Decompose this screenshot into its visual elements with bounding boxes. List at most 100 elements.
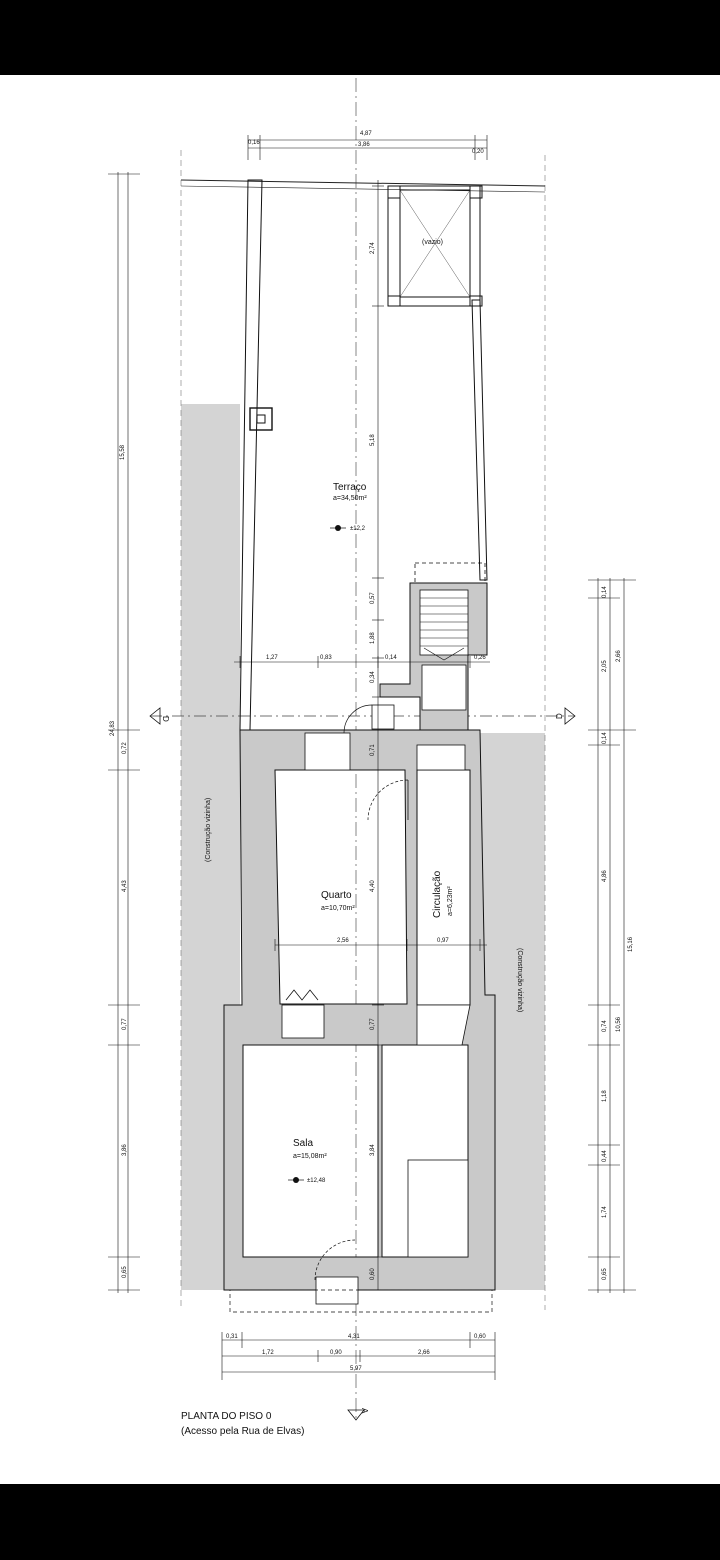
- left-dimension-lines: [108, 172, 140, 1293]
- terrace-right-wall: [471, 299, 488, 581]
- dim-stair-1: 0,57: [370, 592, 376, 604]
- bedroom-width-dimension: [274, 939, 487, 951]
- stair-treads: [420, 597, 468, 661]
- dim-front-wall: 0,60: [370, 1268, 376, 1280]
- neighbour-building-right: [480, 733, 545, 1290]
- dim-top-right: 0,20: [472, 149, 484, 155]
- dim-terrace-w2: 0,83: [320, 655, 332, 661]
- dim-right-r4: 0,14: [602, 732, 608, 744]
- dim-void-height: 2,74: [370, 242, 376, 254]
- void-post-tl: [387, 185, 401, 199]
- room-bedroom-area: a=10,70m²: [321, 905, 355, 912]
- stair-landing-dashed: [414, 562, 486, 584]
- top-dimension-lines: [247, 135, 488, 160]
- dim-bottom-total: 4,31: [348, 1334, 360, 1340]
- dim-left-outer-upper: 15,58: [120, 444, 126, 460]
- dim-right-r7: 1,18: [602, 1090, 608, 1102]
- terrace-outline: [239, 179, 263, 731]
- dim-top-inner: 3,86: [358, 142, 370, 148]
- dim-left-seg-3: 0,77: [122, 1018, 128, 1030]
- dim-terrace-w1: 1,27: [266, 655, 278, 661]
- dim-stair-3: 0,34: [370, 671, 376, 683]
- corridor-top-opening: [416, 744, 466, 771]
- bedroom-door-swing: [367, 779, 409, 821]
- dim-bottom-w2: 0,90: [330, 1350, 342, 1356]
- neighbour-label-right: (Construção vizinha): [516, 948, 523, 1012]
- dim-right-r3: 2,66: [616, 650, 622, 662]
- drain-icon: [249, 407, 273, 431]
- boundary-line-top-2: [180, 185, 546, 193]
- room-living-name: Sala: [293, 1138, 313, 1149]
- section-mark-right-label: D: [555, 713, 564, 719]
- dim-mid-wall: 0,77: [370, 1018, 376, 1030]
- drawing-title: PLANTA DO PISO 0: [181, 1411, 272, 1422]
- neighbour-label-left: (Construção vizinha): [205, 798, 212, 862]
- corridor-bottom-step: [416, 1004, 471, 1046]
- dim-right-r1: 0,14: [602, 586, 608, 598]
- drain-icon-inner: [256, 414, 266, 424]
- dim-stair-2: 1,88: [370, 632, 376, 644]
- bathroom-fixture: [281, 1004, 325, 1039]
- dim-bottom-left: 0,31: [226, 1334, 238, 1340]
- room-bedroom-name: Quarto: [321, 890, 352, 901]
- room-terrace-area: a=34,50m²: [333, 495, 367, 502]
- dim-living-depth: 3,84: [370, 1144, 376, 1156]
- fixture-symbol: [285, 989, 319, 1001]
- room-living-area: a=15,08m²: [293, 1153, 327, 1160]
- dim-bottom-right: 0,60: [474, 1334, 486, 1340]
- room-circulation-area: a=6,23m²: [447, 886, 454, 916]
- section-mark-left-label: D: [161, 716, 170, 722]
- dim-bedroom-depth: 4,40: [370, 880, 376, 892]
- entrance-door-swing: [314, 1239, 356, 1281]
- level-terrace-value: ±12,2: [350, 526, 366, 532]
- dim-top-left: 0,16: [248, 140, 260, 146]
- dim-right-r6: 0,74: [602, 1020, 608, 1032]
- level-marker-living: [288, 1177, 304, 1183]
- section-mark-left: D: [149, 707, 170, 725]
- dim-right-r2: 2,05: [602, 660, 608, 672]
- void-post-br: [469, 295, 483, 307]
- level-marker-terrace: [330, 525, 346, 531]
- drawing-subtitle: (Acesso pela Rua de Elvas): [181, 1426, 305, 1437]
- void-cross-2: [399, 189, 471, 298]
- section-mark-bottom-label: A: [360, 1408, 369, 1414]
- right-dimension-lines: [588, 578, 636, 1293]
- drawing-sheet: D D A Terraço a=34,50m² ±12,2 (vazio) Qu…: [0, 75, 720, 1484]
- void-post-bl: [387, 295, 401, 307]
- dim-bottom-overall: 5,97: [350, 1366, 362, 1372]
- section-mark-right: D: [555, 707, 576, 725]
- stair-door-swing: [343, 704, 373, 734]
- room-terrace-name: Terraço: [333, 482, 367, 493]
- dim-terrace-height: 5,18: [370, 434, 376, 446]
- bottom-black-bar: [0, 1484, 720, 1560]
- section-mark-bottom: A: [347, 1408, 369, 1421]
- dim-left-seg-2: 4,43: [122, 880, 128, 892]
- room-circulation-name: Circulação: [432, 870, 443, 918]
- dim-right-r10: 0,65: [602, 1268, 608, 1280]
- dim-right-r9: 1,74: [602, 1206, 608, 1218]
- dim-terrace-w4: 0,26: [474, 655, 486, 661]
- dim-bedroom-width: 2,56: [337, 938, 349, 944]
- dim-right-outer-2: 15,16: [628, 936, 634, 952]
- void-frame-outer: [387, 185, 481, 307]
- dim-bottom-w3: 2,66: [418, 1350, 430, 1356]
- bedroom-window-niche: [304, 732, 351, 771]
- dim-right-outer-1: 10,56: [616, 1016, 622, 1032]
- dim-terrace-w3: 0,14: [385, 655, 397, 661]
- boundary-line-top: [180, 179, 546, 187]
- dim-bottom-w1: 1,72: [262, 1350, 274, 1356]
- stair-steps-small: [371, 704, 395, 730]
- dim-left-seg-4: 3,86: [122, 1144, 128, 1156]
- dim-stair-4: 0,71: [370, 744, 376, 756]
- entrance-step: [315, 1276, 359, 1305]
- dim-corridor-width: 0,97: [437, 938, 449, 944]
- dim-right-r8: 0,44: [602, 1150, 608, 1162]
- inner-dimension-ticks: [372, 185, 384, 1258]
- dim-right-r5: 4,86: [602, 870, 608, 882]
- dim-left-seg-1: 0,72: [122, 742, 128, 754]
- dim-left-outer-total: 24,83: [110, 720, 116, 736]
- room-void-name: (vazio): [422, 239, 443, 246]
- dim-top-total: 4,87: [360, 131, 372, 137]
- void-post-tr: [469, 185, 483, 199]
- void-frame-inner: [399, 189, 471, 298]
